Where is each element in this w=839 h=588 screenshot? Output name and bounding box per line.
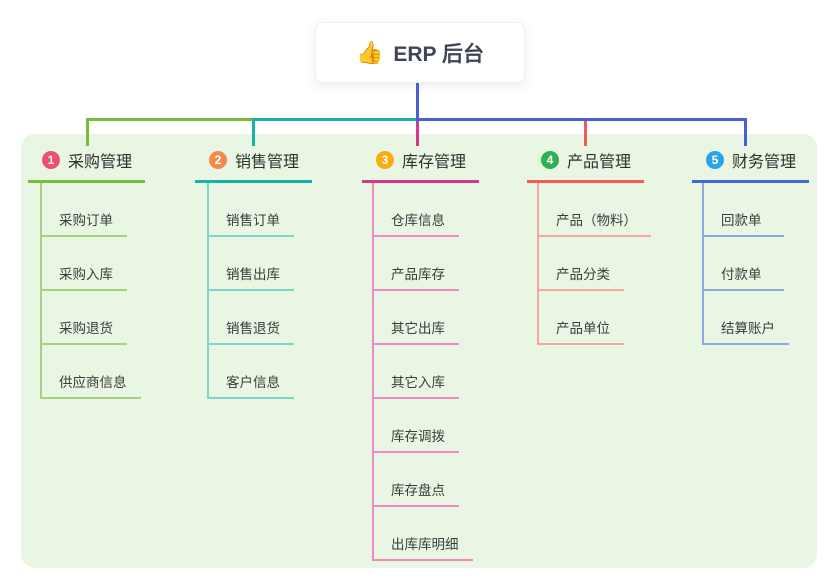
mindmap-item[interactable]: 库存盘点 — [374, 453, 459, 507]
root-title: ERP 后台 — [393, 42, 485, 66]
connector-horizontal-teal — [252, 118, 419, 121]
item-label: 出库库明细 — [391, 537, 459, 552]
branch-label: 库存管理 — [402, 154, 467, 171]
mindmap-item[interactable]: 出库库明细 — [374, 507, 473, 561]
mindmap-panel — [21, 134, 817, 568]
item-label: 产品分类 — [556, 267, 610, 282]
branch: 2 销售管理 销售订单销售出库销售退货客户信息 — [195, 146, 313, 399]
item-label: 采购退货 — [59, 321, 113, 336]
branch-header[interactable]: 3 库存管理 — [362, 146, 480, 183]
item-label: 付款单 — [721, 267, 762, 282]
connector-drop-inventory — [416, 121, 419, 146]
connector-drop-finance — [744, 121, 747, 146]
mindmap-item[interactable]: 销售出库 — [209, 237, 294, 291]
branch-header[interactable]: 2 销售管理 — [195, 146, 313, 183]
branch-items: 产品（物料） 产品分类产品单位 — [537, 183, 651, 345]
connector-drop-product — [584, 121, 587, 146]
mindmap-item[interactable]: 产品库存 — [374, 237, 459, 291]
mindmap-item[interactable]: 产品（物料） — [539, 183, 651, 237]
branch-label: 产品管理 — [567, 154, 632, 171]
branch-label: 采购管理 — [68, 154, 133, 171]
mindmap-item[interactable]: 销售退货 — [209, 291, 294, 345]
mindmap-item[interactable]: 库存调拨 — [374, 399, 459, 453]
mindmap-item[interactable]: 其它入库 — [374, 345, 459, 399]
branch: 4 产品管理 产品（物料） 产品分类产品单位 — [527, 146, 651, 345]
mindmap-item[interactable]: 客户信息 — [209, 345, 294, 399]
item-label: 库存盘点 — [391, 483, 445, 498]
item-label: 供应商信息 — [59, 375, 127, 390]
mindmap-item[interactable]: 回款单 — [704, 183, 784, 237]
mindmap-item[interactable]: 采购入库 — [42, 237, 127, 291]
branch-header[interactable]: 1 采购管理 — [28, 146, 146, 183]
mindmap-item[interactable]: 结算账户 — [704, 291, 789, 345]
branch: 3 库存管理 仓库信息产品库存其它出库其它入库库存调拨库存盘点出库库明细 — [362, 146, 480, 561]
item-label: 其它出库 — [391, 321, 445, 336]
branch-number-badge: 1 — [42, 151, 60, 169]
branch-items: 回款单付款单结算账户 — [702, 183, 789, 345]
connector-root-vertical — [416, 83, 419, 121]
branch-label: 销售管理 — [235, 154, 300, 171]
mindmap-item[interactable]: 采购退货 — [42, 291, 127, 345]
item-label: 回款单 — [721, 213, 762, 228]
item-label: 产品单位 — [556, 321, 610, 336]
item-label: 销售订单 — [226, 213, 280, 228]
branch-items: 采购订单采购入库采购退货供应商信息 — [40, 183, 141, 399]
item-label: 其它入库 — [391, 375, 445, 390]
item-label: 产品库存 — [391, 267, 445, 282]
branch-number-badge: 4 — [541, 151, 559, 169]
branch-number-badge: 2 — [209, 151, 227, 169]
item-label: 结算账户 — [721, 321, 775, 336]
branch: 5 财务管理 回款单付款单结算账户 — [692, 146, 810, 345]
mindmap-item[interactable]: 产品分类 — [539, 237, 624, 291]
branch-label: 财务管理 — [732, 154, 797, 171]
root-node[interactable]: 👍 ERP 后台 — [315, 22, 525, 83]
item-label: 库存调拨 — [391, 429, 445, 444]
connector-drop-purchase — [86, 118, 89, 146]
mindmap-item[interactable]: 仓库信息 — [374, 183, 459, 237]
mindmap-item[interactable]: 产品单位 — [539, 291, 624, 345]
item-label: 销售出库 — [226, 267, 280, 282]
branch-header[interactable]: 5 财务管理 — [692, 146, 810, 183]
mindmap-item[interactable]: 付款单 — [704, 237, 784, 291]
item-label: 仓库信息 — [391, 213, 445, 228]
branch-number-badge: 5 — [706, 151, 724, 169]
item-label: 采购订单 — [59, 213, 113, 228]
connector-drop-sales — [252, 118, 255, 146]
branch-header[interactable]: 4 产品管理 — [527, 146, 645, 183]
branch: 1 采购管理 采购订单采购入库采购退货供应商信息 — [28, 146, 146, 399]
connector-horizontal-blue — [416, 118, 747, 121]
branch-number-badge: 3 — [376, 151, 394, 169]
branch-items: 销售订单销售出库销售退货客户信息 — [207, 183, 294, 399]
mindmap-item[interactable]: 采购订单 — [42, 183, 127, 237]
item-label: 采购入库 — [59, 267, 113, 282]
item-label: 销售退货 — [226, 321, 280, 336]
branch-items: 仓库信息产品库存其它出库其它入库库存调拨库存盘点出库库明细 — [372, 183, 473, 561]
mindmap-item[interactable]: 其它出库 — [374, 291, 459, 345]
item-label: 客户信息 — [226, 375, 280, 390]
thumbs-up-icon: 👍 — [355, 39, 384, 65]
item-label: 产品（物料） — [556, 213, 637, 228]
mindmap-item[interactable]: 销售订单 — [209, 183, 294, 237]
mindmap-item[interactable]: 供应商信息 — [42, 345, 141, 399]
